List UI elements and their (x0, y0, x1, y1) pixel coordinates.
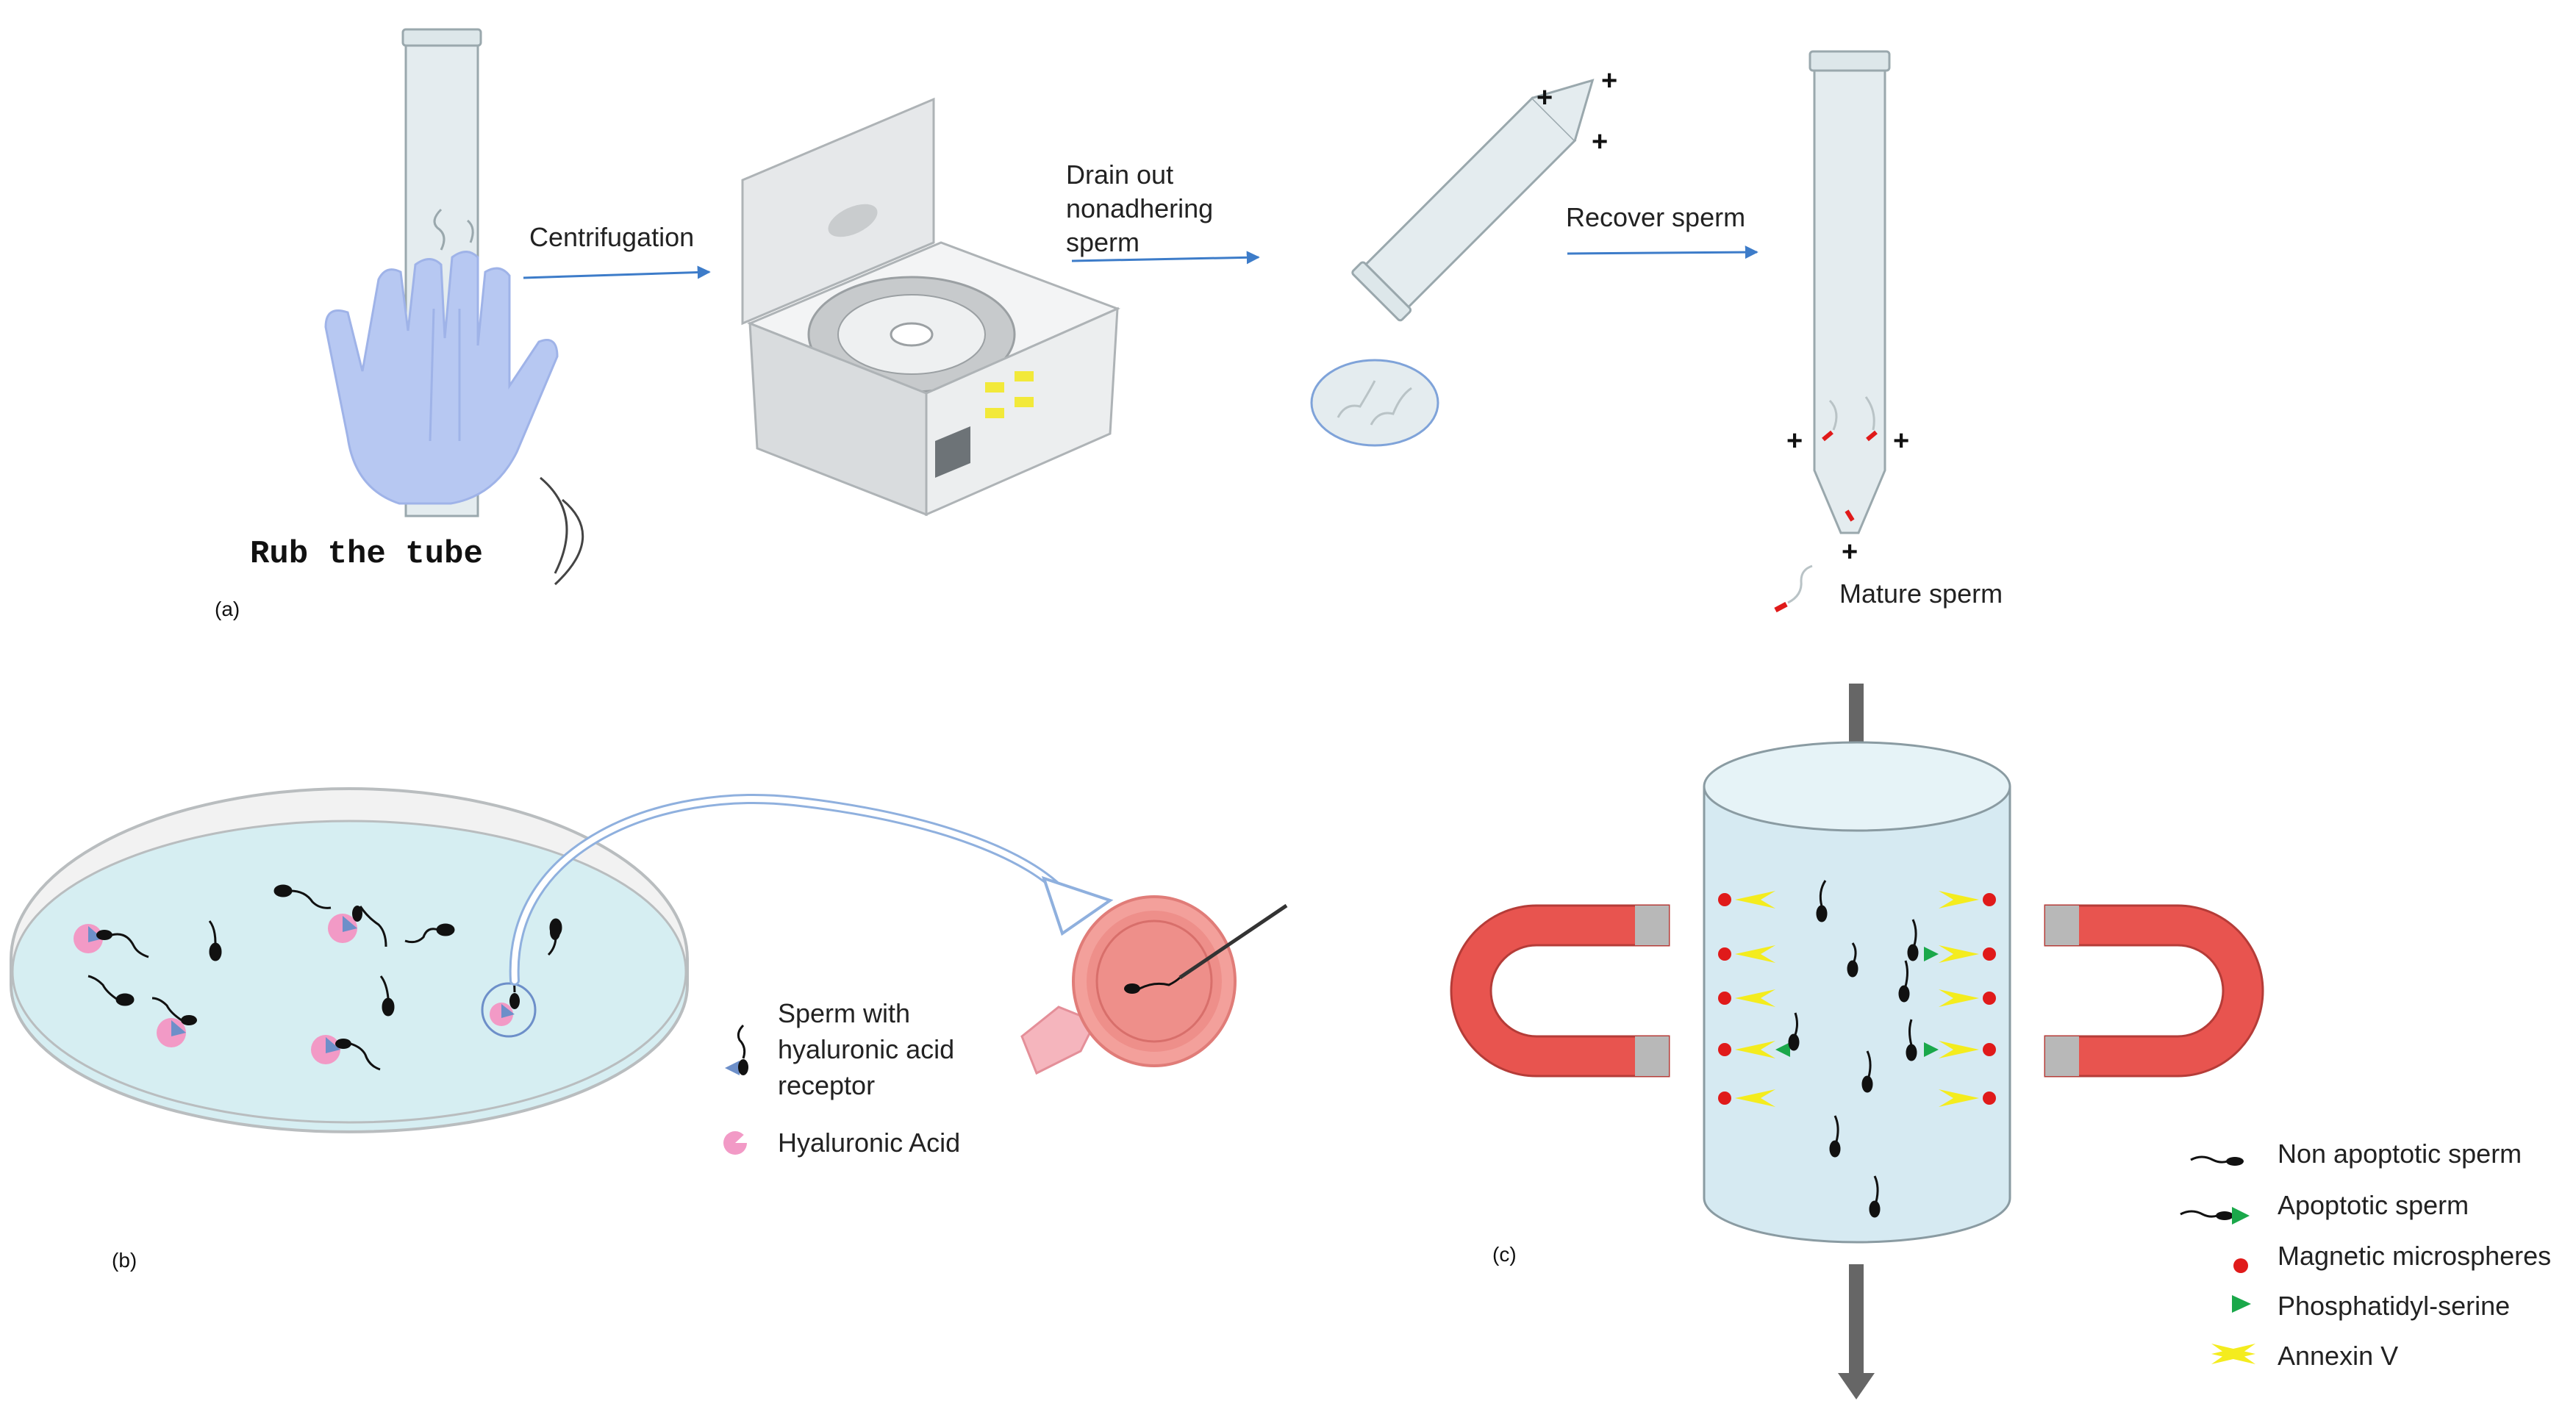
glove-hand-icon (324, 251, 559, 505)
sperm-icon (1861, 1050, 1873, 1093)
selection-arrow-icon (509, 794, 1114, 986)
panel-c: (c) Non apoptotic sperm Apoptotic sperm … (1450, 684, 2551, 1399)
microsphere-annexin-icon (1718, 1089, 1775, 1107)
legend-receptor-line3: receptor (778, 1070, 875, 1100)
ha-bound-sperm-icon (328, 906, 387, 947)
sperm-icon (1906, 1019, 1917, 1061)
tilted-tube-icon (1351, 79, 1595, 322)
flow-out-arrow-icon (1838, 1264, 1875, 1399)
ha-bound-sperm-group (74, 906, 560, 1071)
drain-label-line1: Drain out (1066, 159, 1173, 190)
microsphere-annexin-icon (1718, 1041, 1790, 1058)
drain-label-line3: sperm (1066, 227, 1139, 257)
motion-arc-icon (554, 498, 584, 586)
panel-b: Sperm with hyaluronic acid receptor Hyal… (10, 787, 1288, 1272)
sperm-icon (1869, 1175, 1881, 1218)
sperm-icon (1816, 880, 1828, 922)
plus-sign: + (1842, 537, 1858, 567)
microsphere-annexin-icon (1924, 1041, 1996, 1058)
panel-a-label: (a) (215, 598, 240, 620)
legend-microsphere-label: Magnetic microspheres (2278, 1241, 2551, 1271)
legend-hyaluronic-acid-icon (723, 1131, 748, 1155)
final-tube-icon (1808, 50, 1891, 534)
legend-receptor-icon (725, 1024, 748, 1075)
sperm-icon (550, 924, 560, 940)
sperm-icon (404, 923, 455, 944)
drain-label-line2: nonadhering (1066, 193, 1213, 223)
legend-non-apoptotic-label: Non apoptotic sperm (2278, 1139, 2522, 1169)
separation-column-icon (1703, 741, 2011, 1244)
legend-receptor-line2: hyaluronic acid (778, 1034, 954, 1064)
arrow-to-final-tube (1567, 245, 1759, 259)
sperm-icon (273, 884, 332, 909)
sperm-icon (379, 975, 395, 1017)
panel-b-label: (b) (112, 1249, 137, 1272)
recover-label: Recover sperm (1566, 202, 1745, 232)
sperm-icon (87, 975, 135, 1006)
legend-microsphere-icon (2233, 1258, 2248, 1273)
legend-annexin-label: Annexin V (2278, 1341, 2398, 1371)
legend-phosphatidyl-label: Phosphatidyl-serine (2278, 1291, 2510, 1321)
microsphere-annexin-icon (1939, 989, 1996, 1007)
plus-sign: + (1592, 126, 1608, 157)
column-sperm-group (1788, 880, 1919, 1218)
ha-bound-sperm-icon (74, 924, 149, 958)
sperm-icon (1898, 960, 1910, 1003)
legend-apoptotic-label: Apoptotic sperm (2278, 1190, 2469, 1220)
ha-bound-sperm-icon (151, 997, 197, 1047)
legend-apoptotic-icon (2180, 1207, 2250, 1225)
left-captured-particles (1718, 891, 1790, 1107)
centrifuge-icon (741, 97, 1120, 517)
plus-sign: + (1536, 82, 1553, 113)
microsphere-annexin-icon (1718, 989, 1775, 1007)
legend-non-apoptotic-icon (2190, 1155, 2244, 1166)
collection-dish-icon (1310, 359, 1439, 447)
plus-sign: + (1893, 426, 1909, 456)
microsphere-annexin-icon (1939, 891, 1996, 908)
microsphere-annexin-icon (1924, 945, 1996, 963)
motion-arc-icon (540, 476, 568, 574)
sperm-icon (1847, 942, 1858, 978)
plus-sign: + (1601, 65, 1617, 96)
panel-a: Rub the tube (a) Centrifugation Drain ou… (215, 28, 2003, 620)
egg-injection-icon (1020, 895, 1288, 1075)
arrow-to-centrifuge (523, 265, 711, 279)
panel-c-label: (c) (1492, 1243, 1517, 1266)
plus-sign: + (1786, 426, 1803, 456)
legend-annexin-icon-wing (2211, 1344, 2255, 1364)
right-magnet-icon (2044, 904, 2264, 1078)
microsphere-annexin-icon (1939, 1089, 1996, 1107)
left-magnet-icon (1450, 904, 1670, 1078)
arrow-to-tilted-tube (1071, 251, 1260, 265)
sperm-icon (208, 920, 222, 961)
sperm-icon (1829, 1115, 1841, 1158)
sperm-icon (1788, 1012, 1800, 1051)
legend-phosphatidyl-icon (2232, 1295, 2251, 1313)
legend-receptor-line1: Sperm with (778, 998, 910, 1028)
ha-bound-sperm-icon (311, 1035, 381, 1071)
right-captured-particles (1924, 891, 1996, 1107)
microsphere-annexin-icon (1718, 945, 1775, 963)
sperm-icon (1907, 919, 1919, 961)
mature-sperm-label: Mature sperm (1839, 578, 2003, 609)
legend-hyaluronic-acid-label: Hyaluronic Acid (778, 1128, 960, 1158)
mature-sperm-icon (1774, 564, 1813, 613)
rub-tube-label: Rub the tube (250, 536, 483, 573)
centrifugation-label: Centrifugation (529, 222, 694, 252)
microsphere-annexin-icon (1718, 891, 1775, 908)
